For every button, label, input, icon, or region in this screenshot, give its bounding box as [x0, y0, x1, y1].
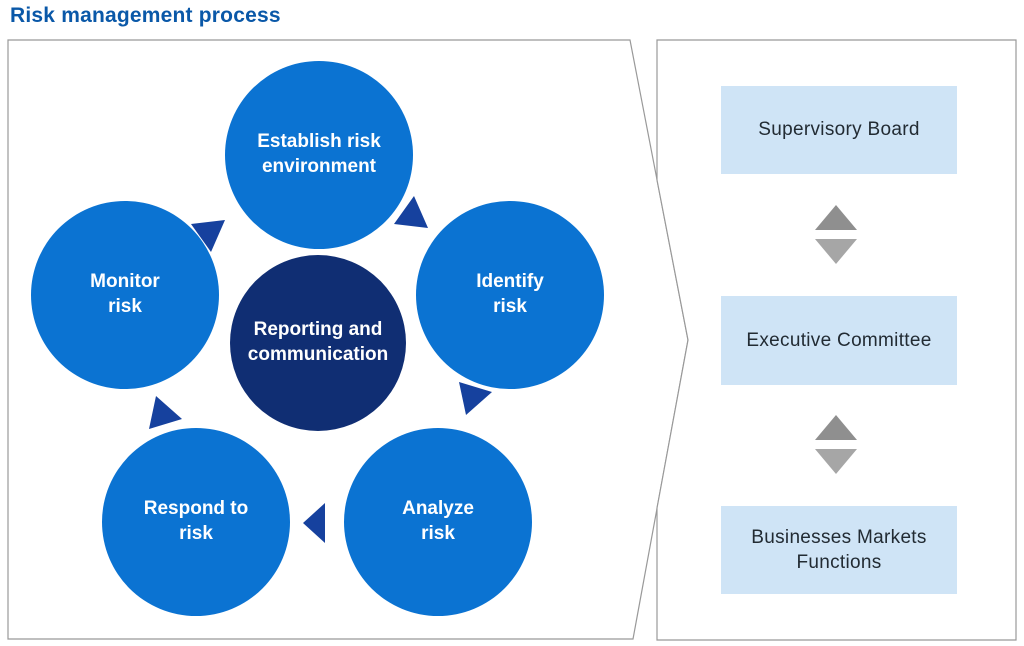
arrow-down-icon [815, 239, 857, 264]
cycle-center-reporting-and-communication: Reporting and communication [230, 255, 406, 431]
cycle-arrow-identify-to-analyze-icon [459, 382, 492, 415]
cycle-step-identify-risk: Identify risk [416, 201, 604, 389]
cycle-step-label: Identify risk [476, 271, 544, 317]
hierarchy-node-businesses-markets-functions: Businesses Markets Functions [721, 506, 957, 594]
cycle-arrow-monitor-to-establish-icon [191, 220, 225, 252]
bidirectional-arrow-2 [815, 415, 857, 474]
cycle-step-establish-risk-environment: Establish risk environment [225, 61, 413, 249]
hierarchy-node-label: Supervisory Board [758, 119, 920, 141]
cycle-step-monitor-risk: Monitor risk [31, 201, 219, 389]
cycle-step-respond-to-risk: Respond to risk [102, 428, 290, 616]
cycle-arrow-analyze-to-respond-icon [303, 503, 325, 543]
hierarchy-node-label: Businesses Markets Functions [751, 526, 927, 573]
hierarchy-node-executive-committee: Executive Committee [721, 296, 957, 385]
cycle-step-label: Respond to risk [143, 498, 249, 544]
cycle-step-label: Analyze risk [402, 498, 474, 544]
page-title: Risk management process [10, 4, 281, 27]
cycle-step-label: Establish risk environment [257, 131, 381, 177]
arrow-up-icon [815, 205, 857, 230]
hierarchy-node-supervisory-board: Supervisory Board [721, 86, 957, 174]
cycle-center-label: Reporting and communication [247, 319, 389, 365]
cycle-arrow-establish-to-identify-icon [394, 196, 428, 228]
cycle-step-analyze-risk: Analyze risk [344, 428, 532, 616]
hierarchy-node-label: Executive Committee [746, 329, 932, 351]
bidirectional-arrow-1 [815, 205, 857, 264]
arrow-up-icon [815, 415, 857, 440]
arrow-down-icon [815, 449, 857, 474]
cycle-arrow-respond-to-monitor-icon [149, 396, 182, 429]
cycle-step-label: Monitor risk [90, 271, 160, 317]
